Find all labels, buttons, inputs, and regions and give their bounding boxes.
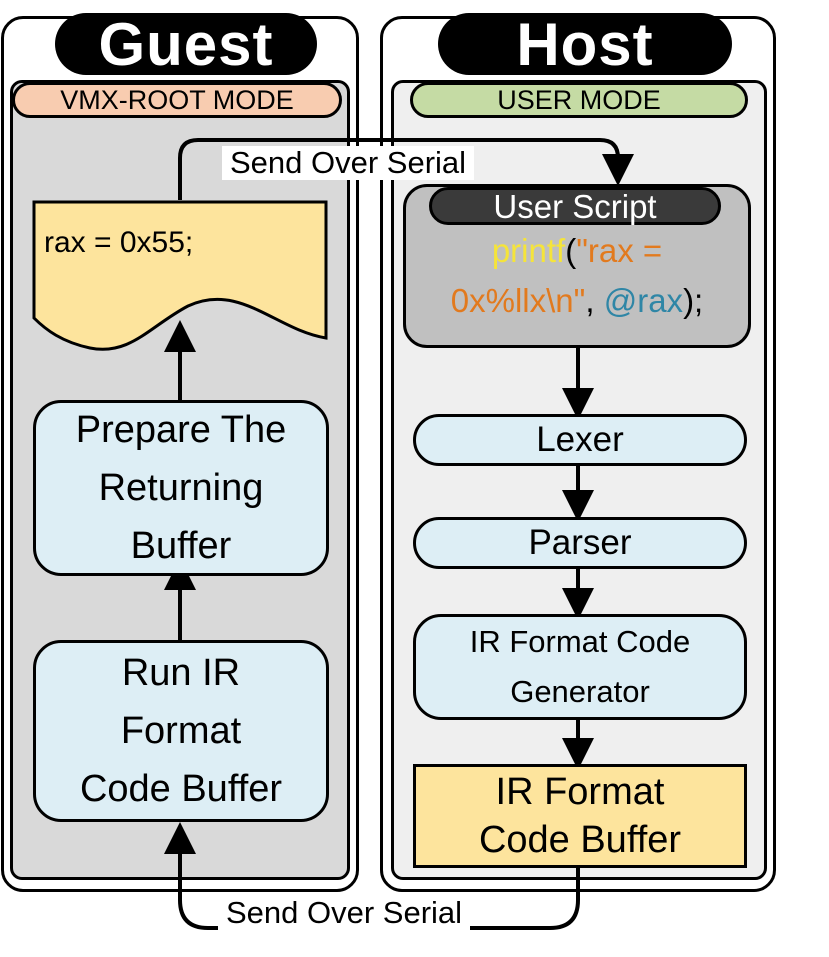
code-token-rax-register: @rax bbox=[603, 282, 684, 319]
user-script-title: User Script bbox=[429, 187, 721, 225]
user-script-code-line-1: printf("rax = bbox=[408, 226, 746, 276]
code-token-string-start: "rax = bbox=[576, 232, 663, 269]
code-token-comma: , bbox=[585, 282, 604, 319]
user-script-code-line-2: 0x%llx\n", @rax); bbox=[408, 276, 746, 326]
run-ir-format-code-buffer-node: Run IR Format Code Buffer bbox=[33, 640, 329, 822]
code-token-open-paren: ( bbox=[565, 232, 577, 269]
lexer-node: Lexer bbox=[413, 414, 747, 466]
host-title: Host bbox=[438, 13, 732, 77]
code-token-close: ); bbox=[683, 282, 704, 319]
guest-title: Guest bbox=[55, 13, 317, 77]
send-over-serial-top-label: Send Over Serial bbox=[222, 146, 475, 180]
code-token-printf: printf bbox=[491, 232, 566, 269]
send-over-serial-bottom-label: Send Over Serial bbox=[218, 896, 471, 930]
guest-mode-label: VMX-ROOT MODE bbox=[12, 82, 342, 118]
prepare-returning-buffer-node: Prepare The Returning Buffer bbox=[33, 400, 329, 576]
code-token-string-end: 0x%llx\n" bbox=[450, 282, 586, 319]
guest-document-shape bbox=[32, 200, 328, 351]
ir-format-code-buffer-node: IR Format Code Buffer bbox=[413, 764, 747, 868]
ir-format-code-generator-node: IR Format Code Generator bbox=[413, 614, 747, 720]
send-over-serial-top-edge bbox=[178, 138, 634, 200]
host-mode-label: USER MODE bbox=[410, 82, 748, 118]
parser-node: Parser bbox=[413, 517, 747, 569]
user-script-code: printf("rax = 0x%llx\n", @rax); bbox=[408, 226, 746, 326]
guest-document-text: rax = 0x55; bbox=[44, 226, 194, 259]
